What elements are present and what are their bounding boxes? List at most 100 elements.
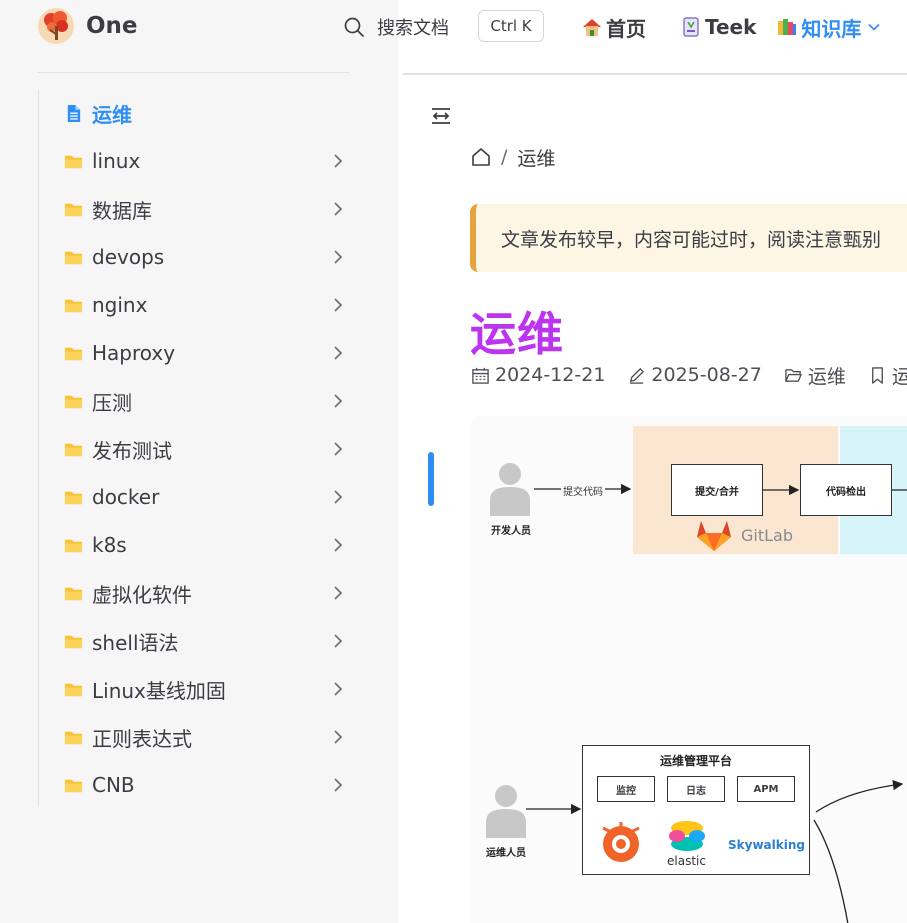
skywalking-label: Skywalking <box>728 838 805 852</box>
brand[interactable]: One <box>38 8 138 44</box>
sidebar-item-haproxy[interactable]: Haproxy <box>64 329 354 377</box>
commit-merge-label: 提交/合并 <box>695 486 739 498</box>
elastic-label: elastic <box>667 854 706 868</box>
sidebar: One 运维 linux 数据库 devops <box>0 0 398 923</box>
apm-box: APM <box>737 776 795 802</box>
sidebar-item-label: 数据库 <box>92 198 152 223</box>
folder-icon <box>64 491 83 504</box>
sidebar-item-docker[interactable]: docker <box>64 473 354 521</box>
chevron-right-icon[interactable] <box>330 441 346 457</box>
sidebar-item-label: linux <box>92 149 141 173</box>
pencil-icon <box>630 367 645 384</box>
nav-home[interactable]: 首页 <box>581 13 646 42</box>
sidebar-item-virtualization[interactable]: 虚拟化软件 <box>64 569 354 617</box>
chevron-right-icon[interactable] <box>330 489 346 505</box>
sidebar-nav: 运维 linux 数据库 devops nginx Haproxy <box>64 89 354 809</box>
sidebar-item-linux[interactable]: linux <box>64 137 354 185</box>
sidebar-item-label: nginx <box>92 293 148 317</box>
code-checkout-box: 代码检出 <box>800 464 892 516</box>
nav-teek[interactable]: Teek <box>680 15 756 39</box>
chevron-right-icon[interactable] <box>330 201 346 217</box>
sidebar-item-shell[interactable]: shell语法 <box>64 617 354 665</box>
chevron-right-icon[interactable] <box>330 537 346 553</box>
house-icon <box>583 19 601 36</box>
books-icon <box>778 19 797 35</box>
commit-merge-box: 提交/合并 <box>671 464 763 516</box>
chevron-right-icon[interactable] <box>330 297 346 313</box>
sidebar-item-label: Linux基线加固 <box>92 678 226 703</box>
sidebar-item-ops[interactable]: 运维 <box>64 89 354 137</box>
chevron-right-icon[interactable] <box>330 777 346 793</box>
sidebar-item-cnb[interactable]: CNB <box>64 761 354 809</box>
chevron-right-icon[interactable] <box>330 249 346 265</box>
meta-category-label: 运维 <box>807 365 846 388</box>
monitor-box: 监控 <box>597 776 655 802</box>
chevron-right-icon[interactable] <box>330 153 346 169</box>
log-label: 日志 <box>686 785 706 797</box>
sidebar-toggle-icon[interactable] <box>430 105 452 127</box>
sidebar-item-label: Haproxy <box>92 341 176 365</box>
log-box: 日志 <box>667 776 725 802</box>
chevron-right-icon[interactable] <box>330 729 346 745</box>
home-icon[interactable] <box>471 147 491 167</box>
notebook-icon <box>683 17 699 37</box>
sidebar-item-label: CNB <box>92 773 135 797</box>
sidebar-item-devops[interactable]: devops <box>64 233 354 281</box>
header-divider <box>403 73 907 75</box>
breadcrumb-current[interactable]: 运维 <box>517 147 556 170</box>
folder-icon <box>64 155 83 168</box>
meta-tag[interactable]: 运维 <box>868 362 907 389</box>
folder-icon <box>64 395 83 408</box>
sidebar-item-label: k8s <box>92 533 127 557</box>
folder-icon <box>64 587 83 600</box>
bookmark-icon <box>871 366 883 384</box>
sidebar-item-database[interactable]: 数据库 <box>64 185 354 233</box>
sidebar-item-label: docker <box>92 485 160 509</box>
search-shortcut-badge: Ctrl K <box>478 10 544 42</box>
meta-category[interactable]: 运维 <box>784 362 846 389</box>
file-icon <box>67 104 81 122</box>
sidebar-item-label: 发布测试 <box>92 438 172 463</box>
grafana-icon <box>602 822 640 862</box>
chevron-right-icon[interactable] <box>330 585 346 601</box>
meta-tag-label: 运维 <box>891 365 907 388</box>
sidebar-item-linux-hardening[interactable]: Linux基线加固 <box>64 665 354 713</box>
sidebar-item-stress-test[interactable]: 压测 <box>64 377 354 425</box>
outline-scroll-indicator <box>428 452 434 506</box>
meta-updated-date: 2025-08-27 <box>651 364 762 386</box>
folder-icon <box>64 635 83 648</box>
sidebar-item-label: 压测 <box>92 390 132 415</box>
sidebar-item-label: shell语法 <box>92 630 179 655</box>
ops-label: 运维人员 <box>486 848 526 859</box>
folder-icon <box>64 347 83 360</box>
search-label: 搜索文档 <box>377 18 449 39</box>
sidebar-item-regex[interactable]: 正则表达式 <box>64 713 354 761</box>
folder-icon <box>64 443 83 456</box>
folder-icon <box>64 203 83 216</box>
meta-updated: 2025-08-27 <box>627 364 762 386</box>
folder-icon <box>64 779 83 792</box>
outdated-notice: 文章发布较早，内容可能过时，阅读注意甄别 <box>470 204 907 272</box>
sidebar-item-label: 运维 <box>92 102 132 127</box>
article-meta: 2024-12-21 2025-08-27 运维 运维 <box>471 362 907 388</box>
chevron-right-icon[interactable] <box>330 681 346 697</box>
chevron-right-icon[interactable] <box>330 633 346 649</box>
sidebar-divider <box>38 72 350 73</box>
gitlab-label: GitLab <box>741 526 793 545</box>
breadcrumb-separator: / <box>501 146 508 168</box>
chevron-right-icon[interactable] <box>330 345 346 361</box>
ops-person-icon <box>486 785 526 838</box>
sidebar-item-nginx[interactable]: nginx <box>64 281 354 329</box>
folder-icon <box>64 683 83 696</box>
developer-label: 开发人员 <box>491 526 531 537</box>
sidebar-item-k8s[interactable]: k8s <box>64 521 354 569</box>
sidebar-item-release-test[interactable]: 发布测试 <box>64 425 354 473</box>
meta-created-date: 2024-12-21 <box>495 364 606 386</box>
chevron-right-icon[interactable] <box>330 393 346 409</box>
nav-knowledge-base[interactable]: 知识库 <box>776 13 881 42</box>
top-nav: 首页 Teek 知识库 <box>581 10 881 44</box>
search-icon <box>344 17 364 37</box>
folder-icon <box>64 251 83 264</box>
ops-platform-title: 运维管理平台 <box>659 754 732 768</box>
search-button[interactable]: 搜索文档 <box>343 10 449 44</box>
